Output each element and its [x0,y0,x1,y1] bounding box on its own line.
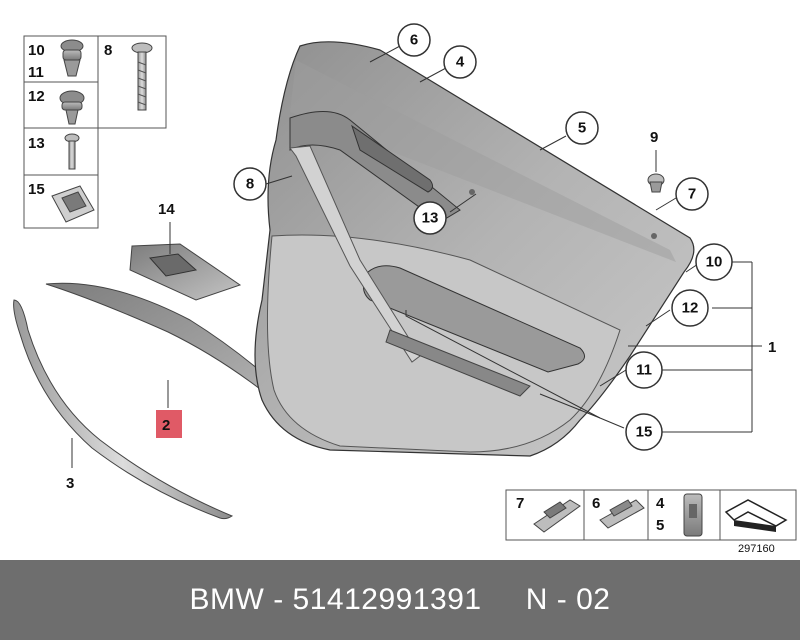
label-3: 3 [66,475,74,492]
footer-page: N - 02 [525,583,611,616]
svg-text:6: 6 [410,32,418,49]
footer-bar: BMW - 51412991391 N - 02 [0,560,800,640]
clip-icon-6 [599,499,645,529]
callout-6: 6 [397,23,431,57]
label-2: 2 [162,417,170,434]
callout-10: 10 [695,243,733,281]
parts-diagram: 10 11 8 12 13 15 [13,23,797,555]
svg-text:7: 7 [688,186,696,203]
svg-text:8: 8 [246,176,254,193]
legend-label-8: 8 [104,42,112,59]
legend-bottom-6: 6 [592,495,600,512]
label-14: 14 [158,201,175,218]
leader-lines [265,45,762,433]
callout-13: 13 [413,201,447,235]
trim-rail-part-3: 3 [13,299,234,520]
label-1: 1 [768,339,776,356]
diagram-number: 297160 [738,543,775,555]
callout-15: 15 [625,413,663,451]
legend-bottom-4: 4 [656,495,665,512]
callout-12: 12 [671,289,709,327]
clip-icon-4-5 [683,493,703,537]
svg-text:4: 4 [456,54,465,71]
callout-7: 7 [675,177,709,211]
legend-label-12: 12 [28,88,45,105]
clip-icon-medium [59,90,85,125]
legend-bottom-7: 7 [516,495,524,512]
highlight-label-2 [156,410,182,438]
small-screw-icon [64,133,80,170]
clip-part-9: 9 [647,129,665,193]
footer-part-number: 51412991391 [292,583,482,616]
direction-arrow-icon [724,499,788,532]
callout-5: 5 [565,111,599,145]
legend-bottom-5: 5 [656,517,664,534]
callout-8: 8 [233,167,267,201]
svg-text:13: 13 [422,210,439,227]
callout-11: 11 [625,351,663,389]
svg-text:10: 10 [706,254,723,271]
label-9: 9 [650,129,658,146]
clip-icon-large [60,39,84,77]
legend-label-10: 10 [28,42,45,59]
svg-text:15: 15 [636,424,653,441]
legend-label-11: 11 [28,64,44,81]
clip-icon-7 [533,499,581,533]
cover-cap-icon [51,185,95,223]
svg-text:12: 12 [682,300,699,317]
switch-bezel-part: 14 [129,201,242,301]
left-legend: 10 11 8 12 13 15 [23,35,167,229]
svg-text:5: 5 [578,120,586,137]
footer-brand: BMW [189,583,265,616]
legend-label-15: 15 [28,181,45,198]
legend-label-13: 13 [28,135,45,152]
svg-text:11: 11 [636,362,652,379]
door-panel [254,41,695,457]
bottom-legend: 7 6 4 5 [505,489,797,541]
screw-icon [131,42,153,111]
callout-4: 4 [443,45,477,79]
footer-separator: - [264,583,293,616]
